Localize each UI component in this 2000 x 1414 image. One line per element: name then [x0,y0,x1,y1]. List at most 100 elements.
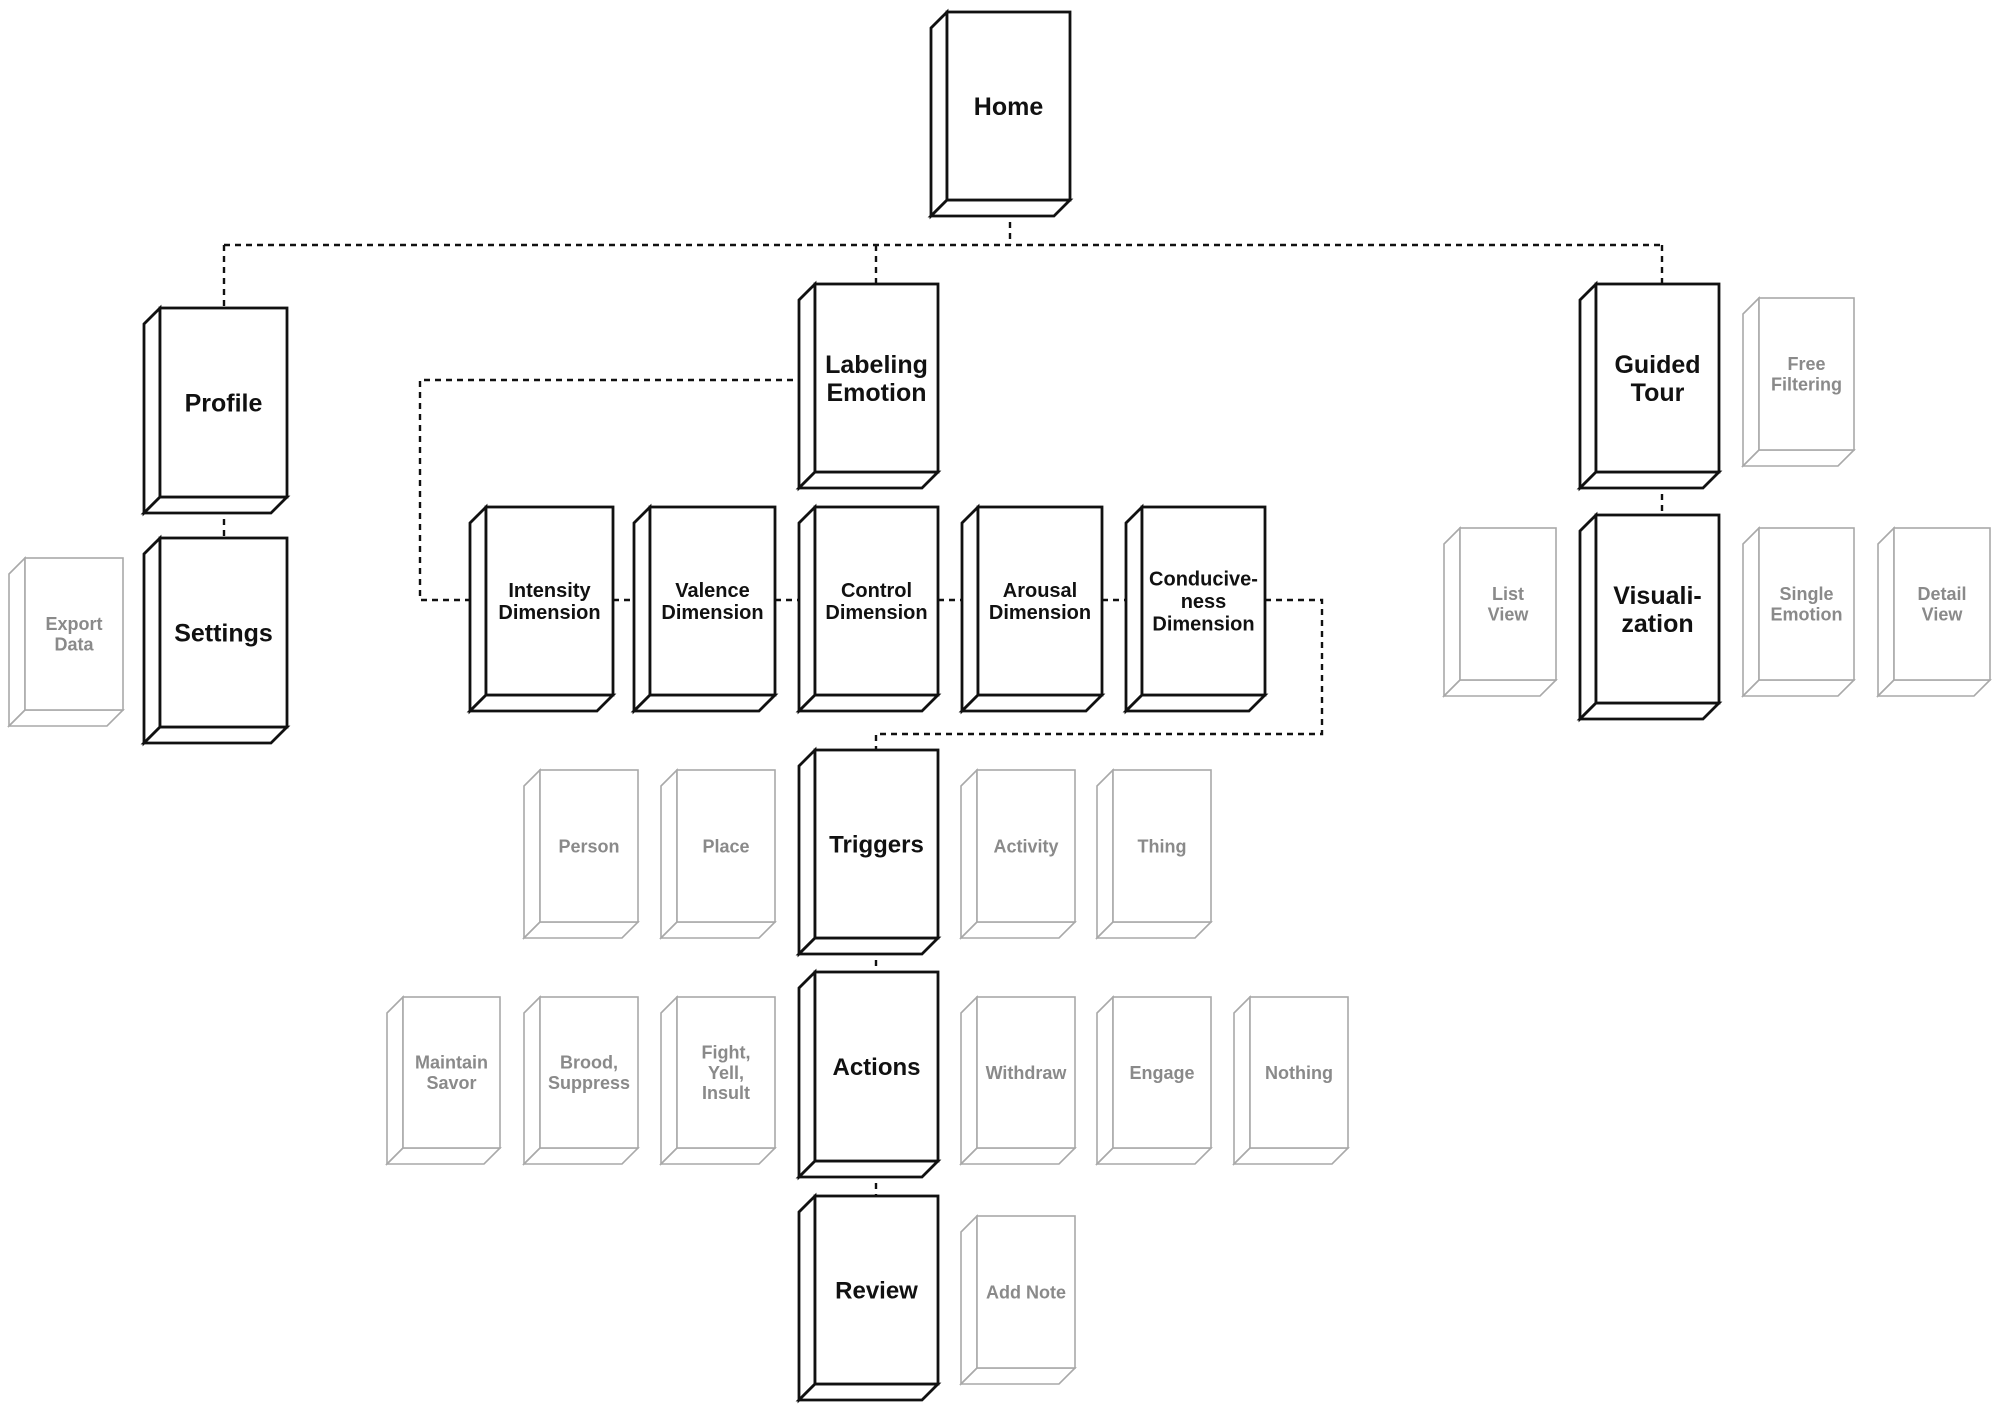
box-front-face [813,748,940,940]
node-label-line: View [1922,604,1964,624]
node-profile: Profile [140,304,291,517]
box-front-face [158,306,289,499]
node-label-line: Withdraw [986,1063,1068,1083]
box-bottom-face [1876,679,1992,697]
box-bottom-face [1576,470,1723,490]
box-bottom-face [795,936,942,956]
node-label: Add Note [986,1282,1066,1302]
box-bottom-face [7,709,125,727]
box-bottom-face [1576,701,1723,721]
node-label-line: zation [1621,610,1693,638]
box-bottom-face [1232,1147,1350,1165]
box-bottom-face [958,693,1106,713]
box-bottom-face [385,1147,502,1165]
box-front-face [1249,996,1349,1149]
node-label-line: Brood, [560,1053,618,1073]
box-front-face [1112,769,1212,923]
node-label-line: Filtering [1771,374,1842,394]
node-place: Place [659,768,777,940]
box-side-face [960,995,978,1166]
box-front-face [539,996,639,1149]
node-label-line: Thing [1138,836,1187,856]
box-front-face [1112,996,1212,1149]
node-label-line: Free [1787,354,1825,374]
node-fight-yell-insult: Fight,Yell,Insult [659,995,777,1166]
box-bottom-face [1442,679,1558,697]
box-side-face [1578,511,1598,723]
box-side-face [960,503,980,715]
box-side-face [8,556,26,728]
box-bottom-face [1095,1147,1213,1165]
node-label-line: Nothing [1265,1063,1333,1083]
node-label-line: Tour [1631,379,1685,407]
node-label-line: Engage [1129,1063,1194,1083]
node-visualization: Visuali-zation [1576,511,1723,723]
box-bottom-face [795,470,942,490]
node-engage: Engage [1095,995,1213,1166]
node-label-line: Single [1779,584,1833,604]
node-thing: Thing [1095,768,1213,940]
node-label: Visuali-zation [1613,582,1701,638]
box-side-face [1742,526,1760,698]
box-bottom-face [795,1382,942,1402]
node-label-line: Savor [426,1073,476,1093]
box-side-face [1233,995,1251,1166]
box-side-face [386,995,404,1166]
node-label-line: Emotion [1771,604,1843,624]
node-label-line: Control [841,580,912,602]
box-front-face [945,10,1072,202]
box-bottom-face [466,693,617,713]
node-label-line: Suppress [548,1073,630,1093]
box-bottom-face [659,1147,777,1165]
node-label: Review [835,1277,918,1304]
box-side-face [797,968,817,1181]
node-label-line: Activity [993,836,1058,856]
node-settings: Settings [140,534,291,747]
node-label-line: Visuali- [1613,582,1701,610]
box-front-face [1758,297,1855,451]
node-label: Activity [993,836,1058,856]
node-nothing: Nothing [1232,995,1350,1166]
node-label-line: Dimension [1152,613,1254,635]
node-label-line: Fight, [702,1043,751,1063]
node-label-line: Emotion [827,379,927,407]
node-label-line: Yell, [708,1063,744,1083]
box-side-face [797,1192,817,1404]
node-label-line: Dimension [825,602,927,624]
box-side-face [1096,995,1114,1166]
node-label: Actions [832,1054,920,1081]
box-side-face [1096,768,1114,940]
node-home: Home [927,8,1074,220]
node-label-line: Valence [675,580,750,602]
node-label: Person [558,836,619,856]
box-front-face [813,282,940,474]
node-label-line: Dimension [989,602,1091,624]
box-side-face [1877,526,1895,698]
node-add-note: Add Note [959,1214,1077,1386]
box-front-face [1459,527,1557,681]
box-front-face [976,505,1104,697]
node-label-line: Detail [1917,584,1966,604]
box-bottom-face [630,693,779,713]
box-front-face [813,970,940,1163]
node-label-line: Export [45,614,102,634]
box-front-face [539,769,639,923]
box-bottom-face [522,1147,640,1165]
node-label-line: Guided [1614,351,1700,379]
box-front-face [676,769,776,923]
node-label: Nothing [1265,1063,1333,1083]
box-side-face [929,8,949,220]
box-front-face [976,996,1076,1149]
